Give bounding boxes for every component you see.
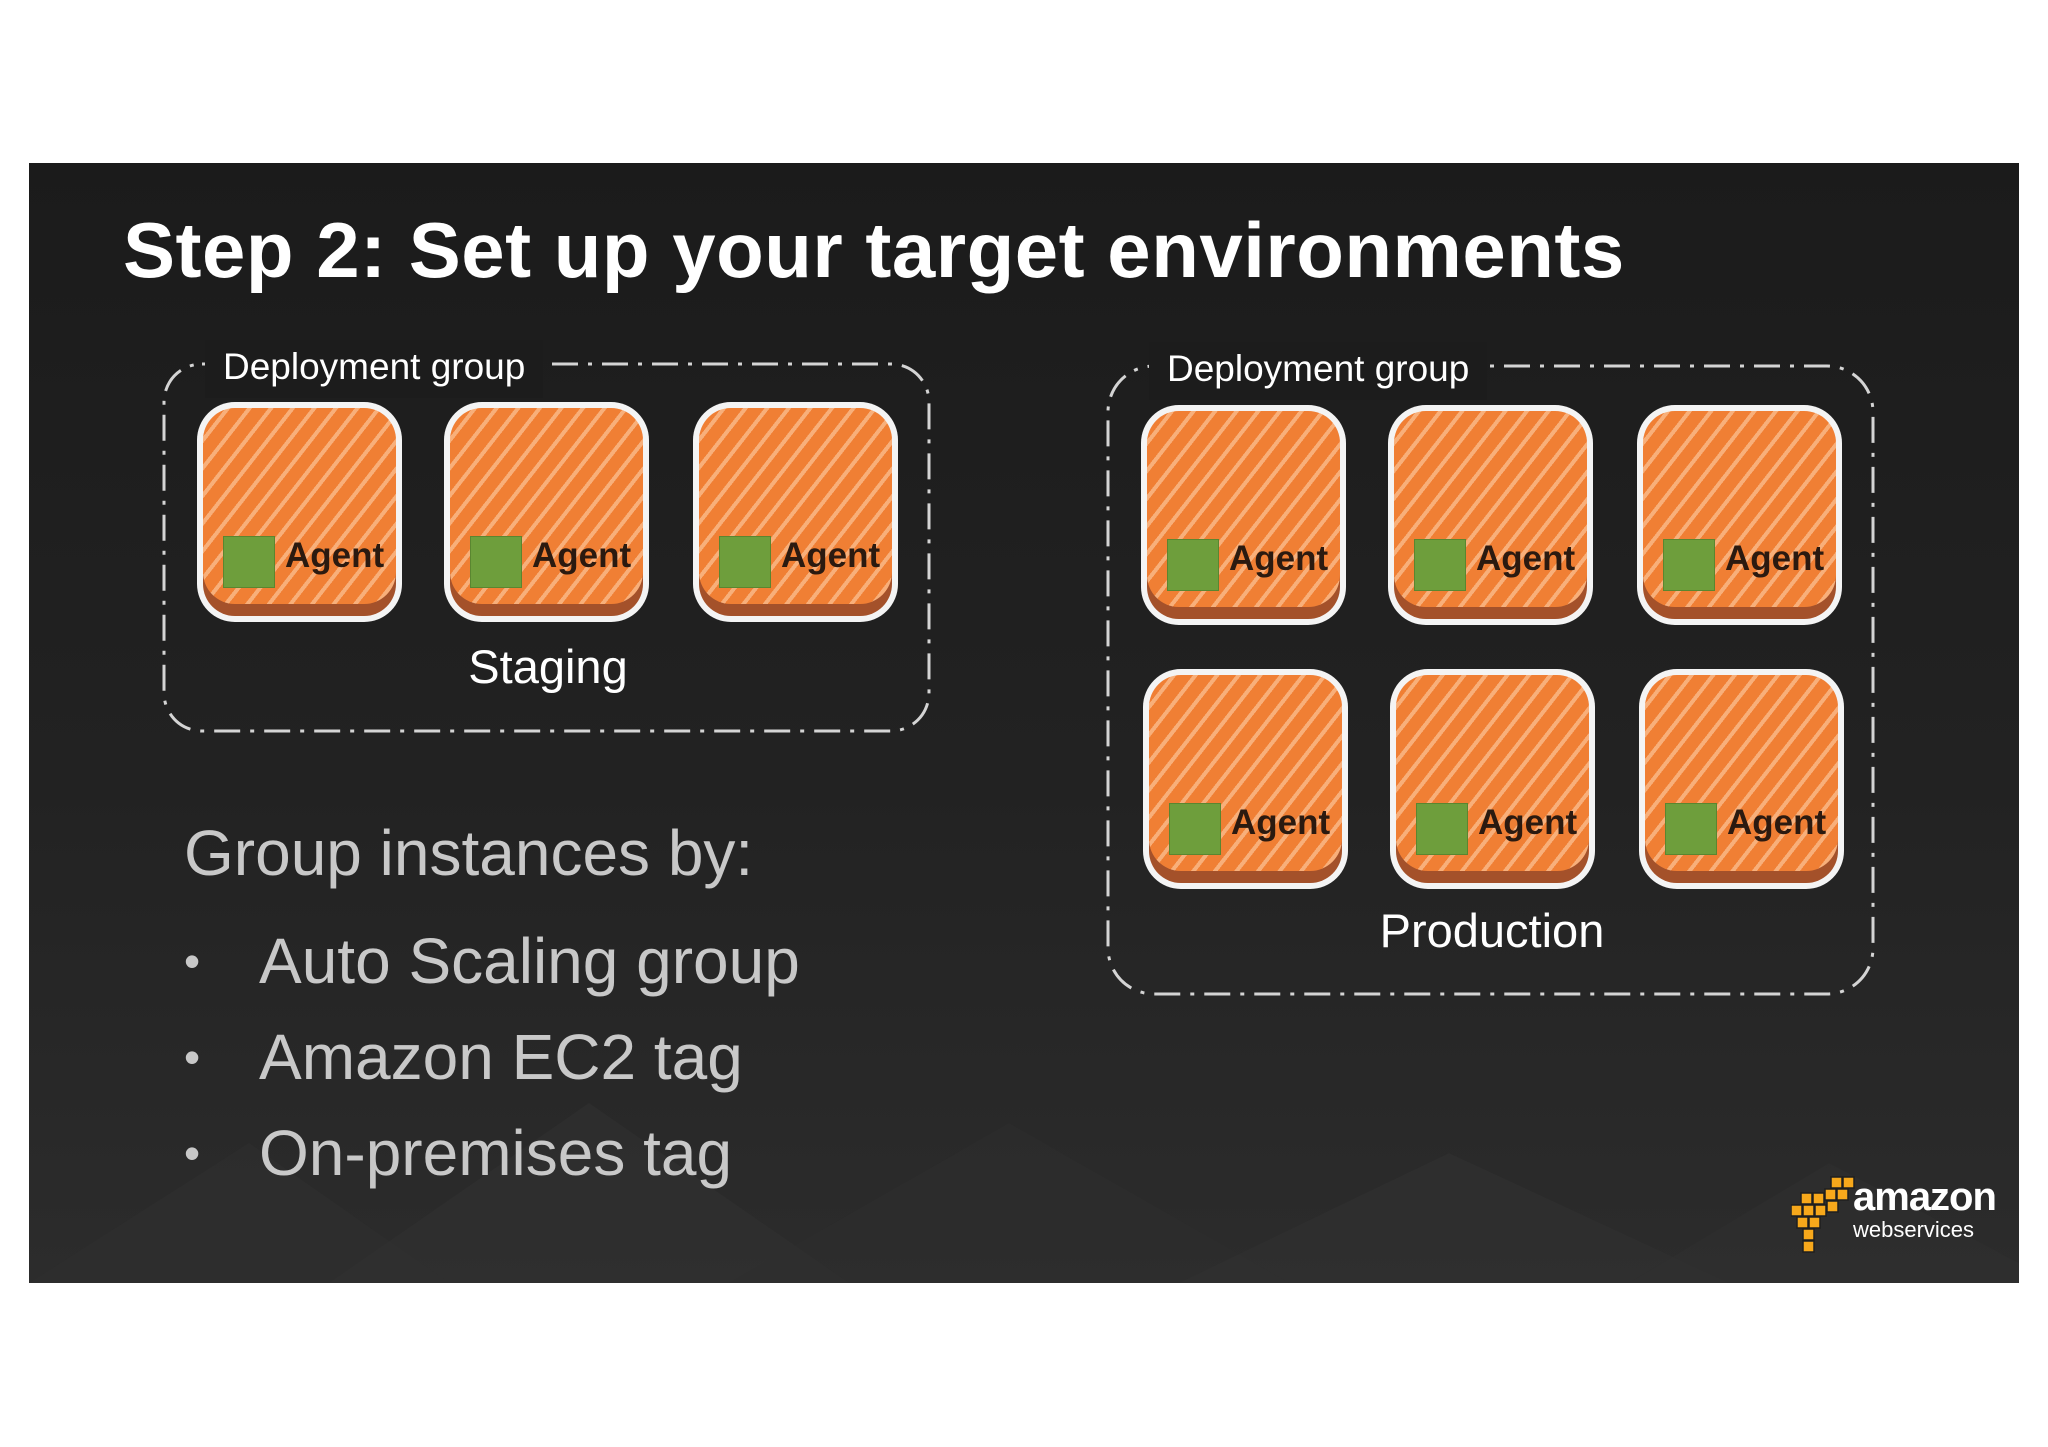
agent-label: Agent bbox=[1476, 539, 1576, 578]
agent-label: Agent bbox=[1725, 539, 1825, 578]
instance-icon: Agent bbox=[1147, 411, 1340, 607]
ec2-instance[interactable]: Agent bbox=[1639, 669, 1844, 889]
ec2-instance[interactable]: Agent bbox=[197, 402, 402, 622]
criteria-item-label: On-premises tag bbox=[259, 1117, 733, 1189]
bullet: • bbox=[184, 1127, 201, 1179]
agent-icon bbox=[719, 536, 771, 588]
criteria-heading: Group instances by: bbox=[184, 817, 754, 889]
aws-logo-word: amazon bbox=[1853, 1175, 1997, 1219]
instance-icon: Agent bbox=[450, 408, 643, 604]
group-border bbox=[1106, 364, 1875, 996]
agent-icon bbox=[1167, 539, 1219, 591]
ec2-instance[interactable]: Agent bbox=[1143, 669, 1348, 889]
background-peaks bbox=[29, 1103, 2019, 1283]
instance-icon: Agent bbox=[203, 408, 396, 604]
agent-icon bbox=[470, 536, 522, 588]
aws-logo: amazon webservices bbox=[1791, 1175, 2001, 1255]
aws-cubes-icon bbox=[1791, 1176, 1855, 1253]
ec2-instance[interactable]: Agent bbox=[1388, 405, 1593, 625]
bullet: • bbox=[184, 1031, 201, 1083]
instance-icon: Agent bbox=[699, 408, 892, 604]
ec2-instance[interactable]: Agent bbox=[444, 402, 649, 622]
agent-label: Agent bbox=[781, 536, 881, 575]
criteria-item: • Amazon EC2 tag bbox=[184, 1009, 800, 1105]
agent-label: Agent bbox=[1727, 803, 1827, 842]
environment-label-staging: Staging bbox=[468, 640, 628, 693]
criteria-item: • Auto Scaling group bbox=[184, 913, 800, 1009]
agent-label: Agent bbox=[1229, 539, 1329, 578]
criteria-item: • On-premises tag bbox=[184, 1105, 800, 1201]
slide-title: Step 2: Set up your target environments bbox=[123, 206, 1625, 294]
agent-label: Agent bbox=[1231, 803, 1331, 842]
deployment-group-label: Deployment group bbox=[1149, 342, 1488, 400]
criteria-item-label: Auto Scaling group bbox=[259, 925, 800, 997]
agent-icon bbox=[1663, 539, 1715, 591]
criteria-list: • Auto Scaling group • Amazon EC2 tag • … bbox=[184, 913, 800, 1201]
instance-icon: Agent bbox=[1149, 675, 1342, 871]
instance-icon: Agent bbox=[1396, 675, 1589, 871]
criteria-item-label: Amazon EC2 tag bbox=[259, 1021, 743, 1093]
agent-icon bbox=[1414, 539, 1466, 591]
agent-label: Agent bbox=[1478, 803, 1578, 842]
ec2-instance[interactable]: Agent bbox=[1637, 405, 1842, 625]
instance-icon: Agent bbox=[1394, 411, 1587, 607]
ec2-instance[interactable]: Agent bbox=[1390, 669, 1595, 889]
deployment-group-staging: Deployment group Agent Agent Agent Stagi… bbox=[161, 340, 935, 738]
slide: Step 2: Set up your target environments … bbox=[29, 163, 2019, 1283]
environment-label-production: Production bbox=[1379, 904, 1605, 957]
agent-icon bbox=[223, 536, 275, 588]
instance-icon: Agent bbox=[1643, 411, 1836, 607]
ec2-instance[interactable]: Agent bbox=[1141, 405, 1346, 625]
agent-icon bbox=[1665, 803, 1717, 855]
deployment-group-label: Deployment group bbox=[205, 340, 544, 398]
agent-label: Agent bbox=[532, 536, 632, 575]
ec2-instance[interactable]: Agent bbox=[693, 402, 898, 622]
bullet: • bbox=[184, 935, 201, 987]
aws-logo-subtitle: webservices bbox=[1853, 1217, 1975, 1242]
instance-icon: Agent bbox=[1645, 675, 1838, 871]
agent-icon bbox=[1169, 803, 1221, 855]
deployment-group-production: Deployment group Agent Agent Agent bbox=[1105, 342, 1879, 1000]
agent-icon bbox=[1416, 803, 1468, 855]
agent-label: Agent bbox=[285, 536, 385, 575]
